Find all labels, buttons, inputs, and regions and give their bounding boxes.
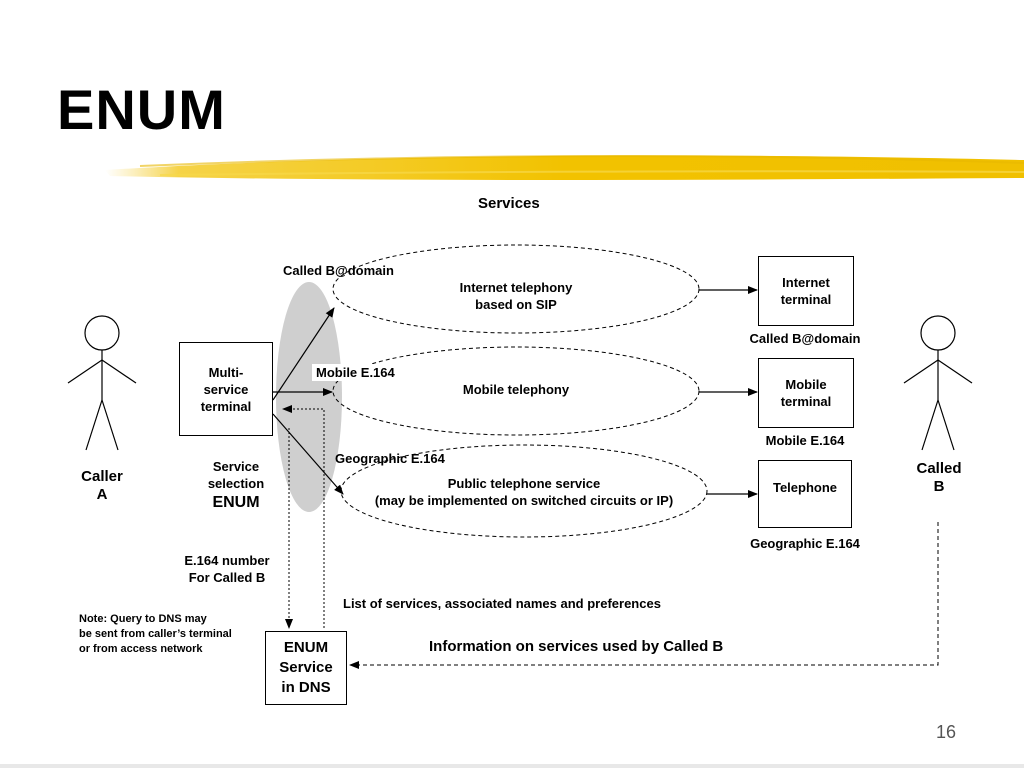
services-heading: Services [478,195,540,212]
address-pstn: Geographic E.164 [750,536,860,551]
caller-label: Caller A [81,468,123,503]
service-ellipse-mobile [332,346,700,436]
called-figure [903,315,973,451]
dns-response-label: List of services, associated names and p… [343,596,661,611]
service-selection-label: Service selection ENUM [207,459,265,511]
telephone-box: Telephone [758,460,852,528]
mobile-terminal-box: Mobile terminal [758,358,854,428]
service-name-mobile: Mobile telephony [462,382,570,397]
service-name-pstn: Public telephone service (may be impleme… [374,476,674,508]
dns-note: Note: Query to DNS may be sent from call… [79,613,232,655]
arrow-to-pstn [272,413,344,495]
page-number: 16 [936,722,957,742]
called-label: Called B [916,460,962,495]
caller-figure [67,315,137,451]
called-info-label: Information on services used by Called B [429,638,724,655]
arrow-to-sip [272,307,335,401]
slide-title: ENUM [57,78,226,141]
selector-label-sip: Called B@domain [283,263,394,278]
selection-ellipse [276,282,342,512]
address-mobile: Mobile E.164 [765,433,845,448]
multi-service-terminal: Multi- service terminal [179,342,273,436]
e164-query-label: E.164 number For Called B [184,553,270,585]
selector-label-mobile: Mobile E.164 [312,364,399,381]
footer-rule [0,764,1024,768]
dns-response-arrow [282,405,325,628]
address-sip: Called B@domain [749,331,861,346]
service-ellipse-sip [332,244,700,334]
called-info-arrow [349,522,939,669]
selector-label-pstn: Geographic E.164 [335,451,445,466]
title-highlight-stroke [105,155,1024,180]
internet-terminal-box: Internet terminal [758,256,854,326]
service-name-sip: Internet telephony based on SIP [459,280,573,312]
enum-dns-box: ENUM Service in DNS [265,631,347,705]
